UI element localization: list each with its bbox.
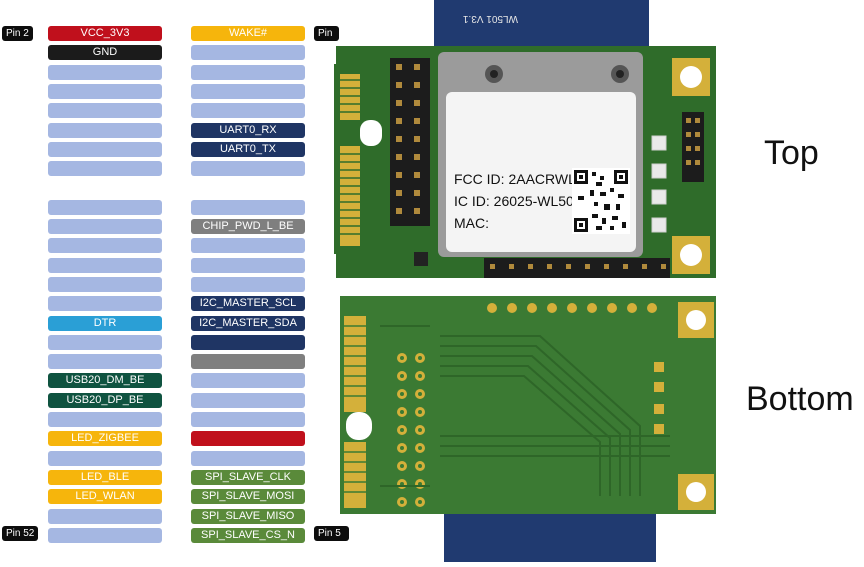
pin-2-label: Pin 2 (2, 26, 33, 41)
right-pin-13 (191, 276, 305, 292)
right-pin-11 (191, 238, 305, 254)
right-pin-25: SPI_SLAVE_MISO (191, 508, 305, 524)
right-pin-7 (191, 161, 305, 177)
right-pin-20 (191, 412, 305, 427)
bottom-view-label: Bottom (746, 380, 854, 418)
qr-code (572, 168, 630, 234)
left-pin-4 (48, 103, 162, 119)
right-pin-26: SPI_SLAVE_CS_N (191, 527, 305, 543)
board-bottom-view (340, 296, 720, 562)
right-pin-24: SPI_SLAVE_MOSI (191, 489, 305, 505)
right-pin-6: UART0_TX (191, 141, 305, 157)
antenna-tab-text: WL501 V3.1 (463, 13, 518, 24)
left-pin-11 (48, 238, 162, 254)
right-pin-16 (191, 334, 305, 350)
left-pin-1: GND (48, 45, 162, 61)
right-pin-12 (191, 257, 305, 273)
left-pin-9 (48, 199, 162, 215)
pin-52-label: Pin 52 (2, 526, 39, 541)
left-pin-12 (48, 257, 162, 273)
left-pin-21: LED_ZIGBEE (48, 431, 162, 447)
shield-fcc-text: FCC ID: 2AACRWL501 (454, 171, 599, 187)
left-pin-15: DTR (48, 315, 162, 331)
left-pin-5 (48, 122, 162, 138)
right-pin-17 (191, 354, 305, 370)
left-pin-24: LED_WLAN (48, 489, 162, 505)
right-pin-3 (191, 83, 305, 99)
right-pin-23: SPI_SLAVE_CLK (191, 469, 305, 485)
pin-right-bottom-label: Pin 5 (314, 526, 349, 541)
left-pin-10 (48, 219, 162, 234)
right-pin-21 (191, 431, 305, 447)
left-pin-20 (48, 412, 162, 427)
left-pin-25 (48, 508, 162, 524)
right-pin-18 (191, 373, 305, 389)
left-pin-23: LED_BLE (48, 469, 162, 485)
top-view-label: Top (764, 134, 819, 172)
left-pin-19: USB20_DP_BE (48, 392, 162, 408)
left-pin-22 (48, 450, 162, 466)
left-pin-7 (48, 161, 162, 177)
right-pin-1 (191, 45, 305, 61)
left-pin-3 (48, 83, 162, 99)
right-pin-22 (191, 450, 305, 466)
shield-ic-text: IC ID: 26025-WL501 (454, 193, 582, 209)
left-pin-2 (48, 64, 162, 80)
right-pin-0: WAKE# (191, 26, 305, 41)
left-pin-6 (48, 141, 162, 157)
right-pin-2 (191, 64, 305, 80)
left-pin-0: VCC_3V3 (48, 26, 162, 41)
left-pin-17 (48, 354, 162, 370)
shield-mac-text: MAC: (454, 215, 489, 231)
right-pin-10: CHIP_PWD_L_BE (191, 219, 305, 234)
right-pin-5: UART0_RX (191, 122, 305, 138)
left-pin-18: USB20_DM_BE (48, 373, 162, 389)
right-pin-14: I2C_MASTER_SCL (191, 296, 305, 312)
right-pin-19 (191, 392, 305, 408)
right-pin-9 (191, 199, 305, 215)
left-pin-14 (48, 296, 162, 312)
pin-right-top-label: Pin (314, 26, 339, 41)
left-pin-26 (48, 527, 162, 543)
right-pin-4 (191, 103, 305, 119)
right-pin-15: I2C_MASTER_SDA (191, 315, 305, 331)
board-top-view: WL501 V3.1 FCC ID: 2AACRWL501 IC ID: 260… (334, 0, 720, 280)
left-pin-13 (48, 276, 162, 292)
left-pin-16 (48, 334, 162, 350)
